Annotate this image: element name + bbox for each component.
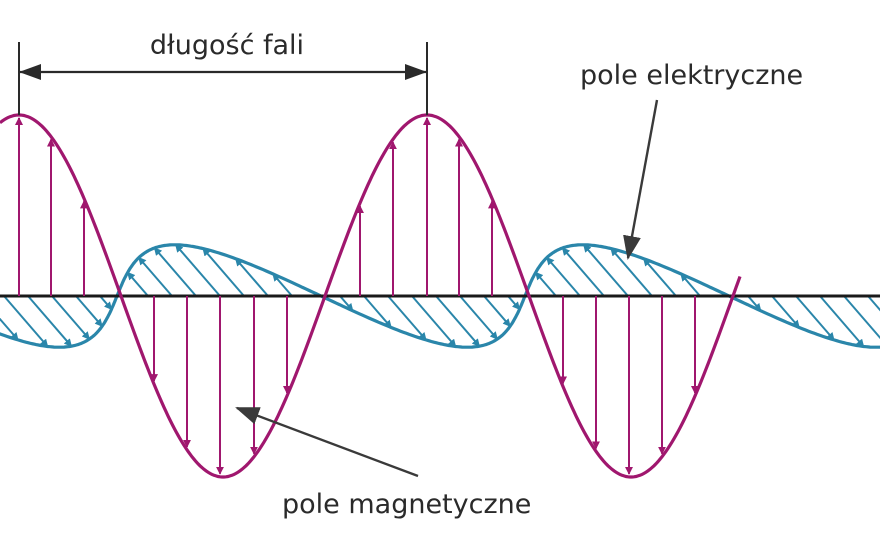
electric-field-vector xyxy=(27,295,73,347)
electric-field-vector xyxy=(483,295,511,327)
electric-field-vector xyxy=(534,271,557,297)
electric-field-vector xyxy=(234,257,269,297)
electric-field-vector xyxy=(507,295,521,311)
magnetic-field-wave xyxy=(0,113,742,479)
electric-field-vector xyxy=(153,247,197,297)
magnetic-field-vectors xyxy=(15,117,699,475)
electric-field-vector xyxy=(819,295,865,348)
magnetic-field-pointer xyxy=(235,406,419,478)
magnetic-field-label: pole magnetyczne xyxy=(282,489,531,520)
electric-field-vector xyxy=(867,295,880,312)
electric-field-vector xyxy=(546,256,581,297)
electric-field-vector xyxy=(174,244,221,297)
electric-field-vector xyxy=(561,247,605,297)
electric-field-vector xyxy=(771,295,800,329)
electric-field-vector xyxy=(51,295,91,340)
electric-field-vector xyxy=(411,295,457,348)
electric-field-vector xyxy=(387,295,427,341)
electric-field-vector xyxy=(0,317,19,341)
electric-field-vector xyxy=(3,295,49,348)
electric-field-vector xyxy=(843,295,880,347)
electric-field-vector xyxy=(582,244,629,297)
electric-field-vector xyxy=(435,295,481,347)
electric-field-vector xyxy=(99,295,113,311)
electric-field-vector xyxy=(138,256,173,297)
electric-field-vector xyxy=(126,271,149,297)
wavelength-label: długość fali xyxy=(150,30,304,61)
electric-field-vectors xyxy=(0,244,880,348)
electric-field-vector xyxy=(610,247,653,297)
electric-field-vector xyxy=(795,295,835,341)
electric-field-vector xyxy=(272,273,293,297)
electric-field-vector xyxy=(459,295,499,340)
electric-field-vector xyxy=(202,247,245,297)
electric-field-vector xyxy=(363,295,392,329)
electric-field-pointer xyxy=(623,99,659,260)
electric-field-label: pole elektryczne xyxy=(580,60,803,91)
electric-field-vector xyxy=(680,273,701,297)
electric-field-vector xyxy=(75,295,103,327)
electric-field-vector xyxy=(642,257,677,297)
